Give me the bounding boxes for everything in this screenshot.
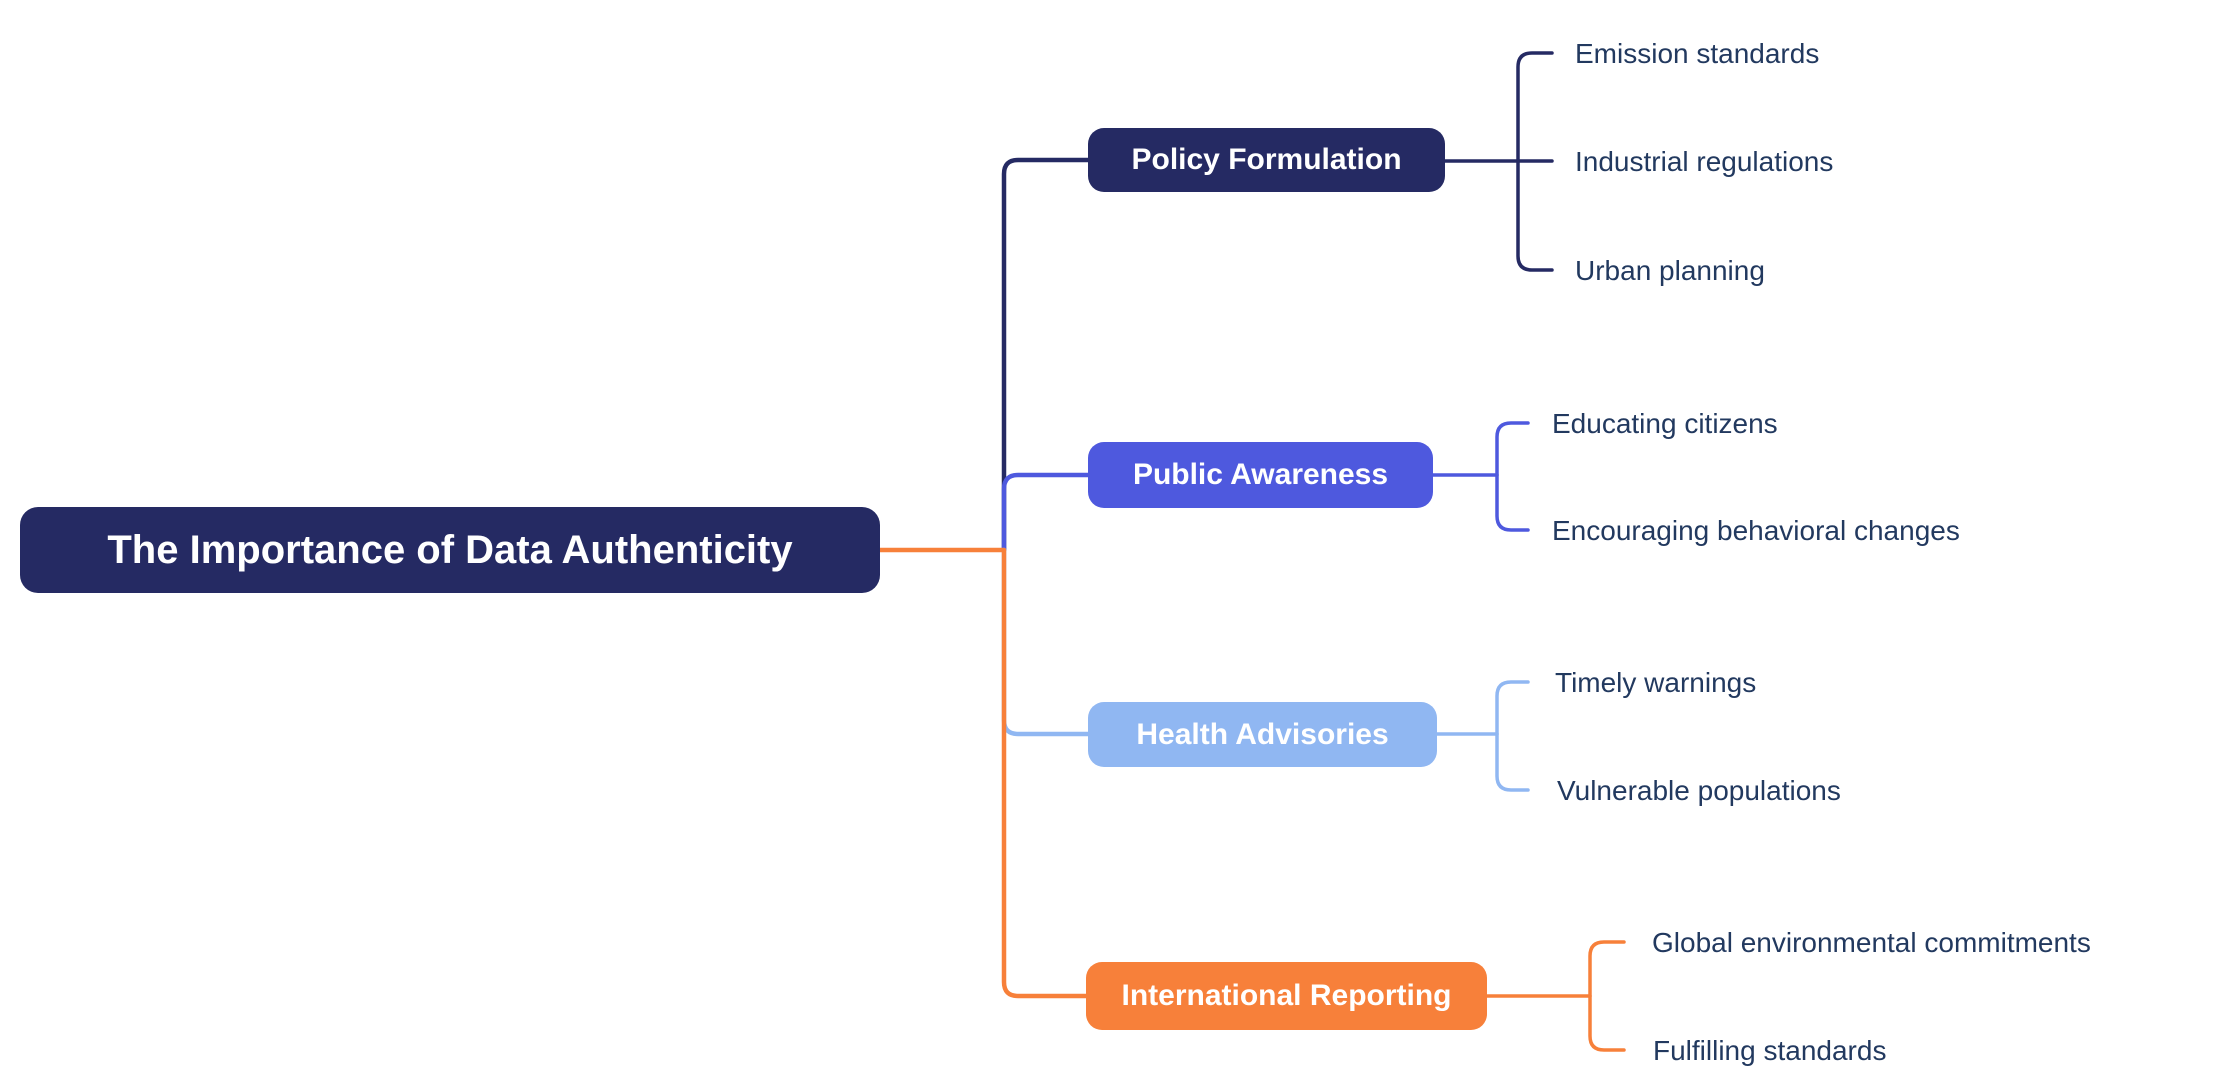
connector-health-bracket bbox=[1495, 680, 1530, 792]
branch-node-policy-formulation[interactable]: Policy Formulation bbox=[1088, 128, 1445, 192]
root-node[interactable]: The Importance of Data Authenticity bbox=[20, 507, 880, 593]
child-topic-vulnerable-populations[interactable]: Vulnerable populations bbox=[1557, 775, 1841, 807]
child-topic-urban-planning[interactable]: Urban planning bbox=[1575, 255, 1765, 287]
branch-node-health-advisories[interactable]: Health Advisories bbox=[1088, 702, 1437, 767]
connector-root-to-policy bbox=[1001, 157, 1091, 553]
connector-root-to-international bbox=[877, 547, 1089, 999]
connector-international-bracket bbox=[1588, 940, 1626, 1052]
connector-root-to-public bbox=[1001, 472, 1091, 553]
branch-node-public-awareness[interactable]: Public Awareness bbox=[1088, 442, 1433, 508]
child-topic-industrial-regulations[interactable]: Industrial regulations bbox=[1575, 146, 1834, 178]
connector-policy-bracket bbox=[1516, 51, 1554, 272]
child-topic-emission-standards[interactable]: Emission standards bbox=[1575, 38, 1820, 70]
connector-public-bracket bbox=[1495, 421, 1530, 532]
child-topic-educating-citizens[interactable]: Educating citizens bbox=[1552, 408, 1778, 440]
branch-node-label: Policy Formulation bbox=[1131, 143, 1402, 176]
connector-root-to-health bbox=[1001, 547, 1091, 737]
branch-node-international-reporting[interactable]: International Reporting bbox=[1086, 962, 1487, 1030]
root-node-label: The Importance of Data Authenticity bbox=[107, 527, 793, 572]
branch-node-label: Health Advisories bbox=[1136, 717, 1389, 751]
branch-node-label: Public Awareness bbox=[1132, 458, 1389, 491]
child-topic-timely-warnings[interactable]: Timely warnings bbox=[1555, 667, 1757, 699]
branch-node-label: International Reporting bbox=[1121, 979, 1452, 1012]
child-topic-fulfilling-standards[interactable]: Fulfilling standards bbox=[1653, 1035, 1887, 1067]
child-topic-encouraging-behavioral-changes[interactable]: Encouraging behavioral changes bbox=[1552, 515, 1960, 547]
child-topic-global-environmental-commitments[interactable]: Global environmental commitments bbox=[1652, 927, 2091, 959]
